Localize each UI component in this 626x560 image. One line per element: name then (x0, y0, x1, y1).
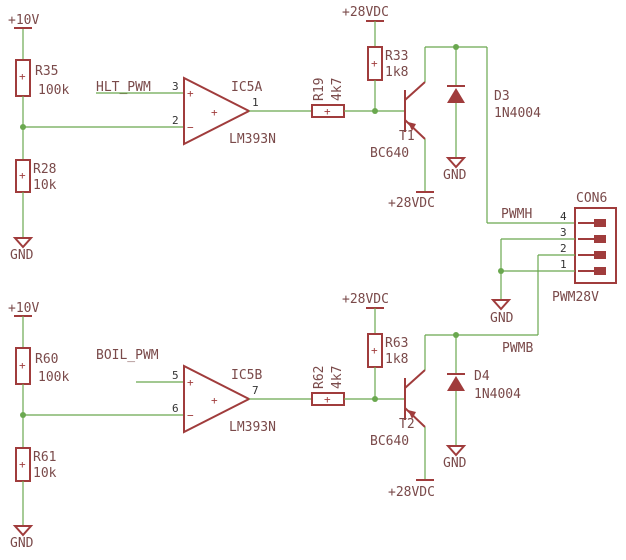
svg-text:−: − (187, 121, 194, 134)
svg-text:+: + (187, 376, 194, 389)
resistor-r19: + R19 4k7 (311, 78, 345, 118)
r19-name: R19 (312, 78, 327, 101)
svg-text:+: + (19, 359, 26, 372)
ground-symbol-top-left: GND (10, 237, 34, 263)
svg-text:+: + (211, 106, 218, 119)
resistor-r60: + R60 100k (15, 347, 69, 385)
ic5b-name: IC5B (231, 368, 262, 383)
svg-text:4: 4 (560, 210, 567, 223)
svg-text:+28VDC: +28VDC (342, 292, 389, 307)
resistor-r35: + R35 100k (15, 59, 69, 98)
svg-text:7: 7 (252, 384, 259, 397)
svg-text:GND: GND (10, 536, 34, 551)
r19-value: 4k7 (330, 78, 345, 101)
svg-text:GND: GND (490, 311, 514, 326)
svg-text:3: 3 (172, 80, 179, 93)
resistor-r28: + R28 10k (15, 159, 57, 193)
comparator-ic5b: 5 6 7 + + − IC5B LM393N (172, 364, 276, 435)
r61-name: R61 (33, 450, 56, 465)
svg-text:+28VDC: +28VDC (342, 5, 389, 20)
net-pwmb: PWMB (502, 341, 533, 356)
ic5a-part: LM393N (229, 132, 276, 147)
t1-part: BC640 (370, 146, 409, 161)
svg-text:2: 2 (560, 242, 567, 255)
svg-text:+28VDC: +28VDC (388, 196, 435, 211)
svg-text:+: + (19, 458, 26, 471)
ic5b-part: LM393N (229, 420, 276, 435)
supply-10v-label: +10V (8, 13, 39, 28)
r61-value: 10k (33, 466, 57, 481)
net-boil-pwm: BOIL_PWM (96, 348, 159, 363)
ground-symbol-connector: GND (490, 299, 514, 326)
svg-text:+: + (19, 70, 26, 83)
resistor-r62: + R62 4k7 (311, 366, 345, 406)
svg-text:−: − (187, 409, 194, 422)
resistor-r61: + R61 10k (15, 447, 57, 482)
transistor-t1: T1 BC640 (370, 81, 426, 161)
transistor-t2: T2 BC640 (370, 369, 426, 449)
r35-name: R35 (35, 64, 58, 79)
svg-text:+28VDC: +28VDC (388, 485, 435, 500)
r63-value: 1k8 (385, 352, 408, 367)
svg-text:+: + (324, 105, 331, 118)
ic5a-name: IC5A (231, 80, 262, 95)
svg-text:2: 2 (172, 114, 179, 127)
svg-text:5: 5 (172, 369, 179, 382)
t1-name: T1 (399, 129, 415, 144)
net-pwmh: PWMH (501, 207, 532, 222)
ground-symbol-d3: GND (443, 157, 467, 183)
resistor-r63: + R63 1k8 (367, 333, 408, 368)
r33-name: R33 (385, 49, 408, 64)
diode-d3: D3 1N4004 (447, 85, 541, 121)
r60-name: R60 (35, 352, 58, 367)
comparator-ic5a: 3 2 1 + + − IC5A LM393N (172, 76, 276, 147)
connector-con6: CON6 PWM28V 4 3 2 1 (552, 191, 617, 305)
r60-value: 100k (38, 370, 69, 385)
svg-text:+: + (187, 87, 194, 100)
svg-text:GND: GND (443, 456, 467, 471)
r62-value: 4k7 (330, 366, 345, 389)
r63-name: R63 (385, 336, 408, 351)
svg-text:+: + (19, 169, 26, 182)
r35-value: 100k (38, 83, 69, 98)
svg-text:6: 6 (172, 402, 179, 415)
r62-name: R62 (312, 366, 327, 389)
r28-name: R28 (33, 162, 56, 177)
svg-text:+: + (324, 393, 331, 406)
svg-text:GND: GND (10, 248, 34, 263)
supply-10v-bottom: +10V (8, 301, 39, 317)
resistor-r33: + R33 1k8 (367, 46, 408, 81)
t2-name: T2 (399, 417, 415, 432)
net-hlt-pwm: HLT_PWM (96, 80, 151, 95)
svg-text:1: 1 (560, 258, 567, 271)
r33-value: 1k8 (385, 65, 408, 80)
r28-value: 10k (33, 178, 57, 193)
d4-part: 1N4004 (474, 387, 521, 402)
supply-28v-top: +28VDC (342, 5, 389, 22)
supply-28v-t1-emitter: +28VDC (388, 191, 435, 211)
ground-symbol-d4: GND (443, 445, 467, 471)
supply-10v-top: +10V (8, 13, 39, 60)
d3-name: D3 (494, 89, 510, 104)
svg-text:+: + (211, 394, 218, 407)
t2-part: BC640 (370, 434, 409, 449)
svg-text:1: 1 (252, 96, 259, 109)
svg-text:GND: GND (443, 168, 467, 183)
supply-28v-t2-emitter: +28VDC (388, 479, 435, 500)
svg-text:+10V: +10V (8, 301, 39, 316)
con6-value: PWM28V (552, 290, 599, 305)
ground-symbol-bottom-left: GND (10, 525, 34, 551)
svg-text:+: + (371, 57, 378, 70)
diode-d4: D4 1N4004 (447, 369, 521, 402)
supply-28v-bottom: +28VDC (342, 292, 389, 309)
con6-name: CON6 (576, 191, 607, 206)
svg-text:+: + (371, 344, 378, 357)
d4-name: D4 (474, 369, 490, 384)
d3-part: 1N4004 (494, 106, 541, 121)
svg-text:3: 3 (560, 226, 567, 239)
